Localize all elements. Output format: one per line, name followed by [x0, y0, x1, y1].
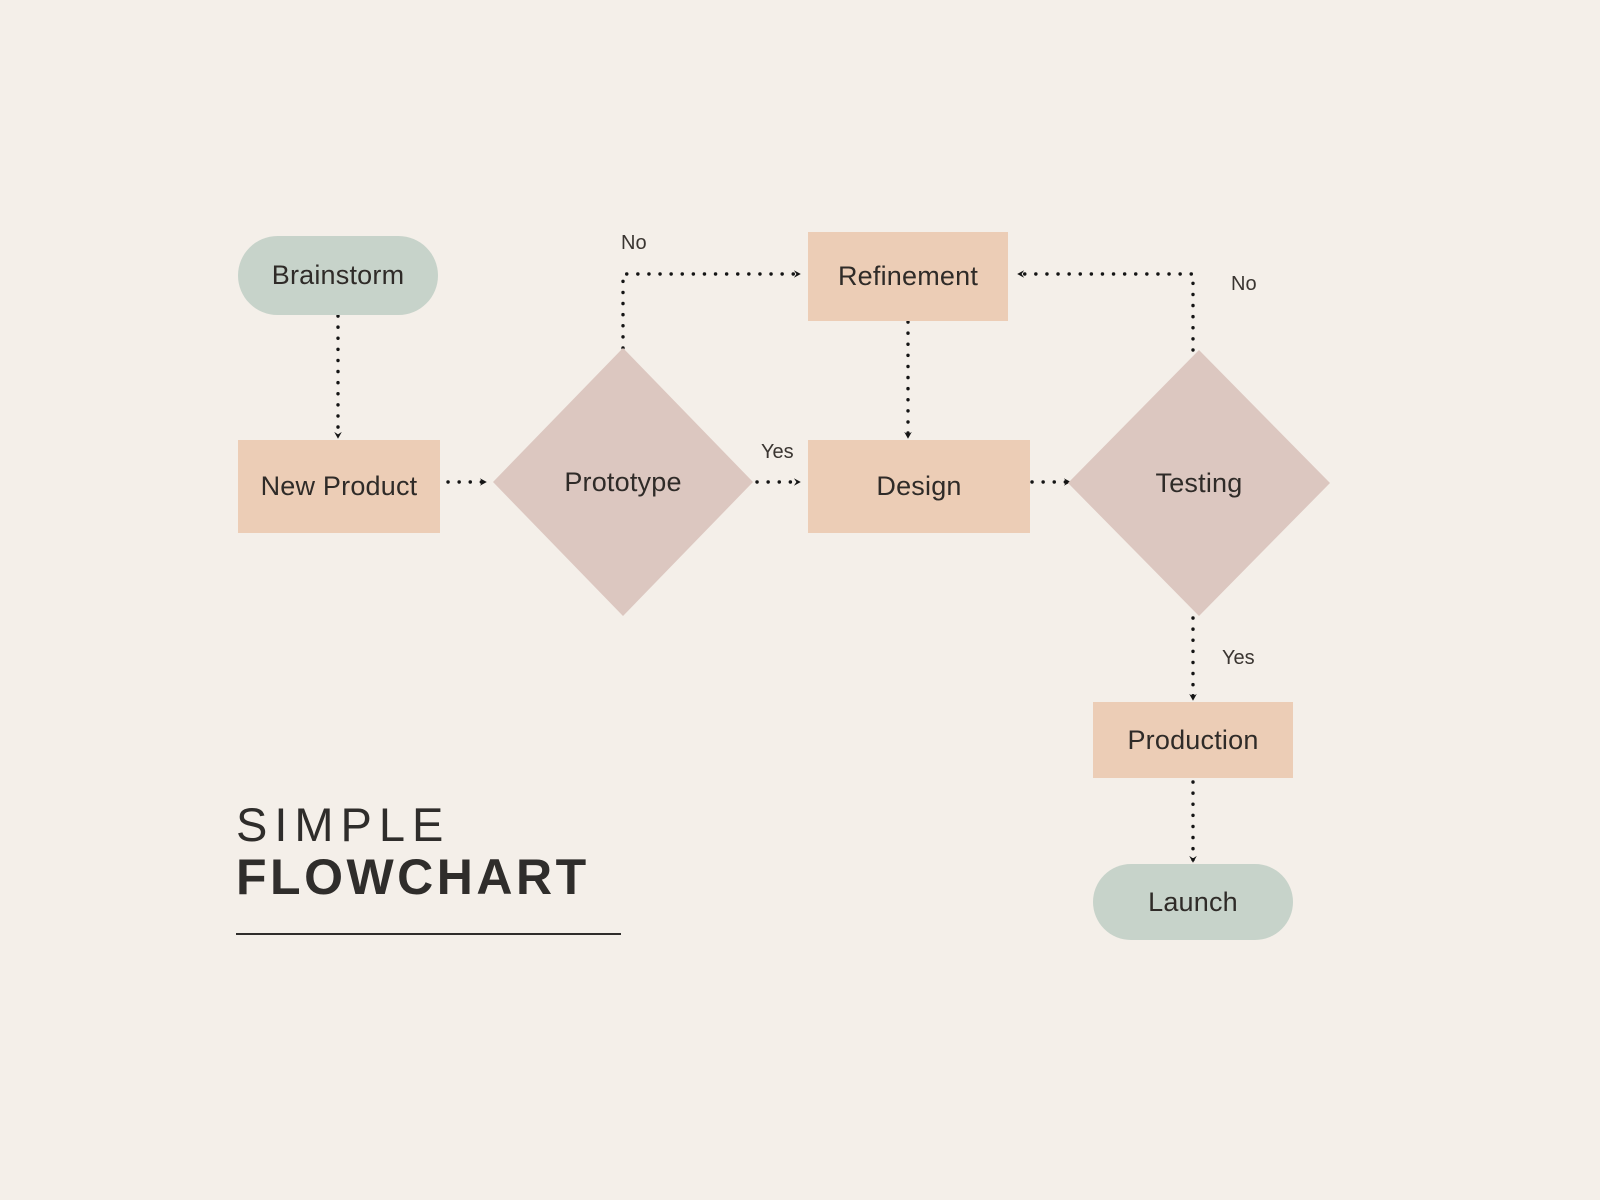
- node-production-label: Production: [1127, 724, 1259, 755]
- edge-label-testing-yes: Yes: [1222, 647, 1255, 669]
- node-design-label: Design: [876, 471, 962, 501]
- title-block: SIMPLE FLOWCHART: [236, 800, 621, 935]
- page-title-line2: FLOWCHART: [236, 849, 590, 906]
- node-design[interactable]: Design: [808, 440, 1030, 533]
- node-testing-label: Testing: [1155, 467, 1243, 498]
- edge-testing-refinement-no: [1016, 270, 1195, 352]
- edge-label-prototype-yes: Yes: [761, 441, 794, 463]
- node-production[interactable]: Production: [1093, 702, 1293, 778]
- node-brainstorm-label: Brainstorm: [271, 260, 405, 290]
- node-refinement-label: Refinement: [837, 261, 979, 291]
- prototype-diamond-shape: [493, 348, 753, 616]
- node-new-product-label: New Product: [260, 471, 418, 501]
- node-testing[interactable]: Testing: [1068, 350, 1330, 616]
- edge-label-prototype-no: No: [621, 232, 647, 254]
- node-launch-label: Launch: [1148, 886, 1238, 917]
- node-launch[interactable]: Launch: [1093, 864, 1293, 940]
- page-title-line1: SIMPLE: [236, 798, 451, 851]
- edge-label-testing-no: No: [1231, 273, 1257, 295]
- node-brainstorm[interactable]: Brainstorm: [238, 236, 438, 315]
- edge-prototype-refinement-no: [621, 270, 802, 350]
- node-refinement[interactable]: Refinement: [808, 232, 1008, 321]
- node-prototype[interactable]: Prototype: [493, 348, 753, 616]
- testing-diamond-shape: [1068, 350, 1330, 616]
- node-new-product[interactable]: New Product: [238, 440, 440, 533]
- title-underline: [236, 932, 621, 935]
- node-prototype-label: Prototype: [564, 466, 682, 497]
